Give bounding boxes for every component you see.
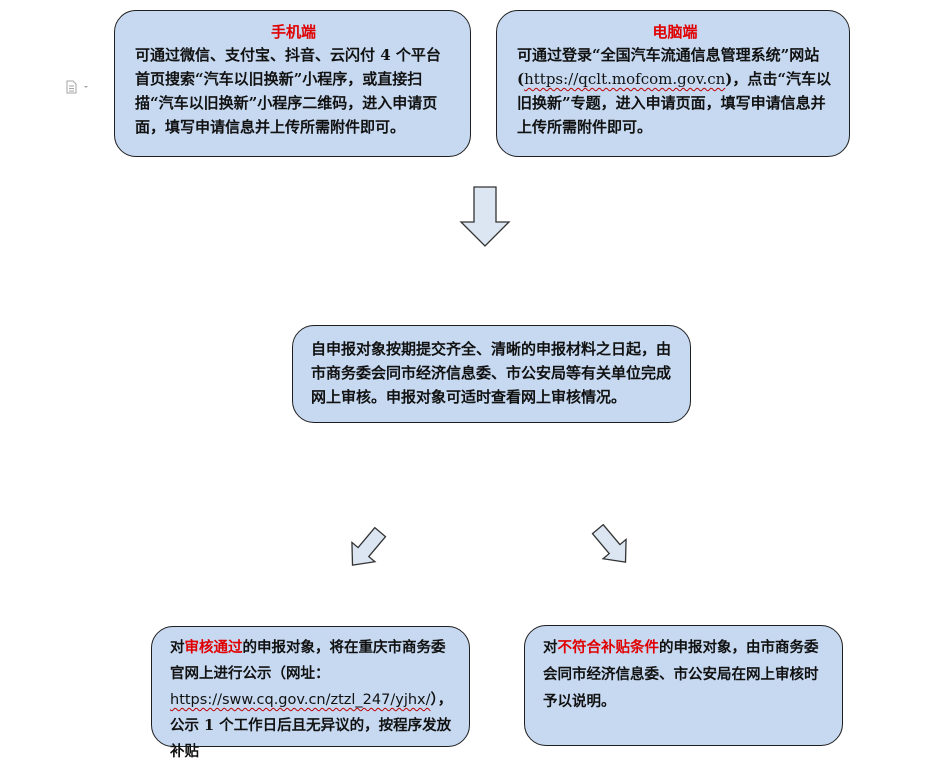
approved-text-before-url: 的申报对象，将在重庆市商务委官网上进行公示（网址： [170,639,446,682]
rejected-text: 对不符合补贴条件的申报对象，由市商务委会同市经济信息委、市公安局在网上审核时予以… [543,634,830,715]
approved-outcome-box: 对审核通过的申报对象，将在重庆市商务委官网上进行公示（网址： https://sw… [151,626,470,760]
down-arrow-icon [459,186,511,247]
review-text: 自申报对象按期提交齐全、清晰的申报材料之日起，由市商务委会同市经济信息委、市公安… [311,340,672,406]
pc-url-link[interactable]: https://qclt.mofcom.gov.cn [524,70,726,88]
down-right-arrow-icon [591,524,627,563]
rejected-body: 的申报对象，由市商务委会同市经济信息委、市公安局在网上审核时予以说明。 [543,639,819,710]
approved-url-link[interactable]: https://sww.cq.gov.cn/ztzl_247/yjhx/ [170,692,431,708]
document-icon [66,80,88,94]
pc-text-before-url: 可通过登录“全国汽车流通信息管理系统”网站( [517,46,820,88]
mobile-text: 可通过微信、支付宝、抖音、云闪付 4 个平台首页搜索“汽车以旧换新”小程序，或直… [135,46,441,136]
rejected-outcome-box: 对不符合补贴条件的申报对象，由市商务委会同市经济信息委、市公安局在网上审核时予以… [524,625,843,746]
approved-text-after-url: ），公示 1 个工作日后且无异议的，按程序发放补贴 [170,691,453,760]
approved-text: 对审核通过的申报对象，将在重庆市商务委官网上进行公示（网址： https://sw… [170,635,457,765]
approved-prefix: 对 [170,639,185,656]
mobile-title: 手机端 [270,23,316,41]
pc-channel-box: 电脑端 可通过登录“全国汽车流通信息管理系统”网站(https://qclt.m… [496,10,850,157]
mobile-channel-box: 手机端 可通过微信、支付宝、抖音、云闪付 4 个平台首页搜索“汽车以旧换新”小程… [114,10,471,157]
pc-text-after-url: )，点击“汽车以旧换新”专题，进入申请页面，填写申请信息并上传所需附件即可。 [517,70,832,136]
approved-highlight: 审核通过 [184,639,243,656]
down-left-arrow-icon [351,527,387,566]
rejected-highlight: 不符合补贴条件 [557,639,660,656]
pc-text: 可通过登录“全国汽车流通信息管理系统”网站(https://qclt.mofco… [517,43,833,139]
rejected-prefix: 对 [543,639,558,656]
pc-title: 电脑端 [652,23,698,41]
online-review-box: 自申报对象按期提交齐全、清晰的申报材料之日起，由市商务委会同市经济信息委、市公安… [292,325,691,423]
